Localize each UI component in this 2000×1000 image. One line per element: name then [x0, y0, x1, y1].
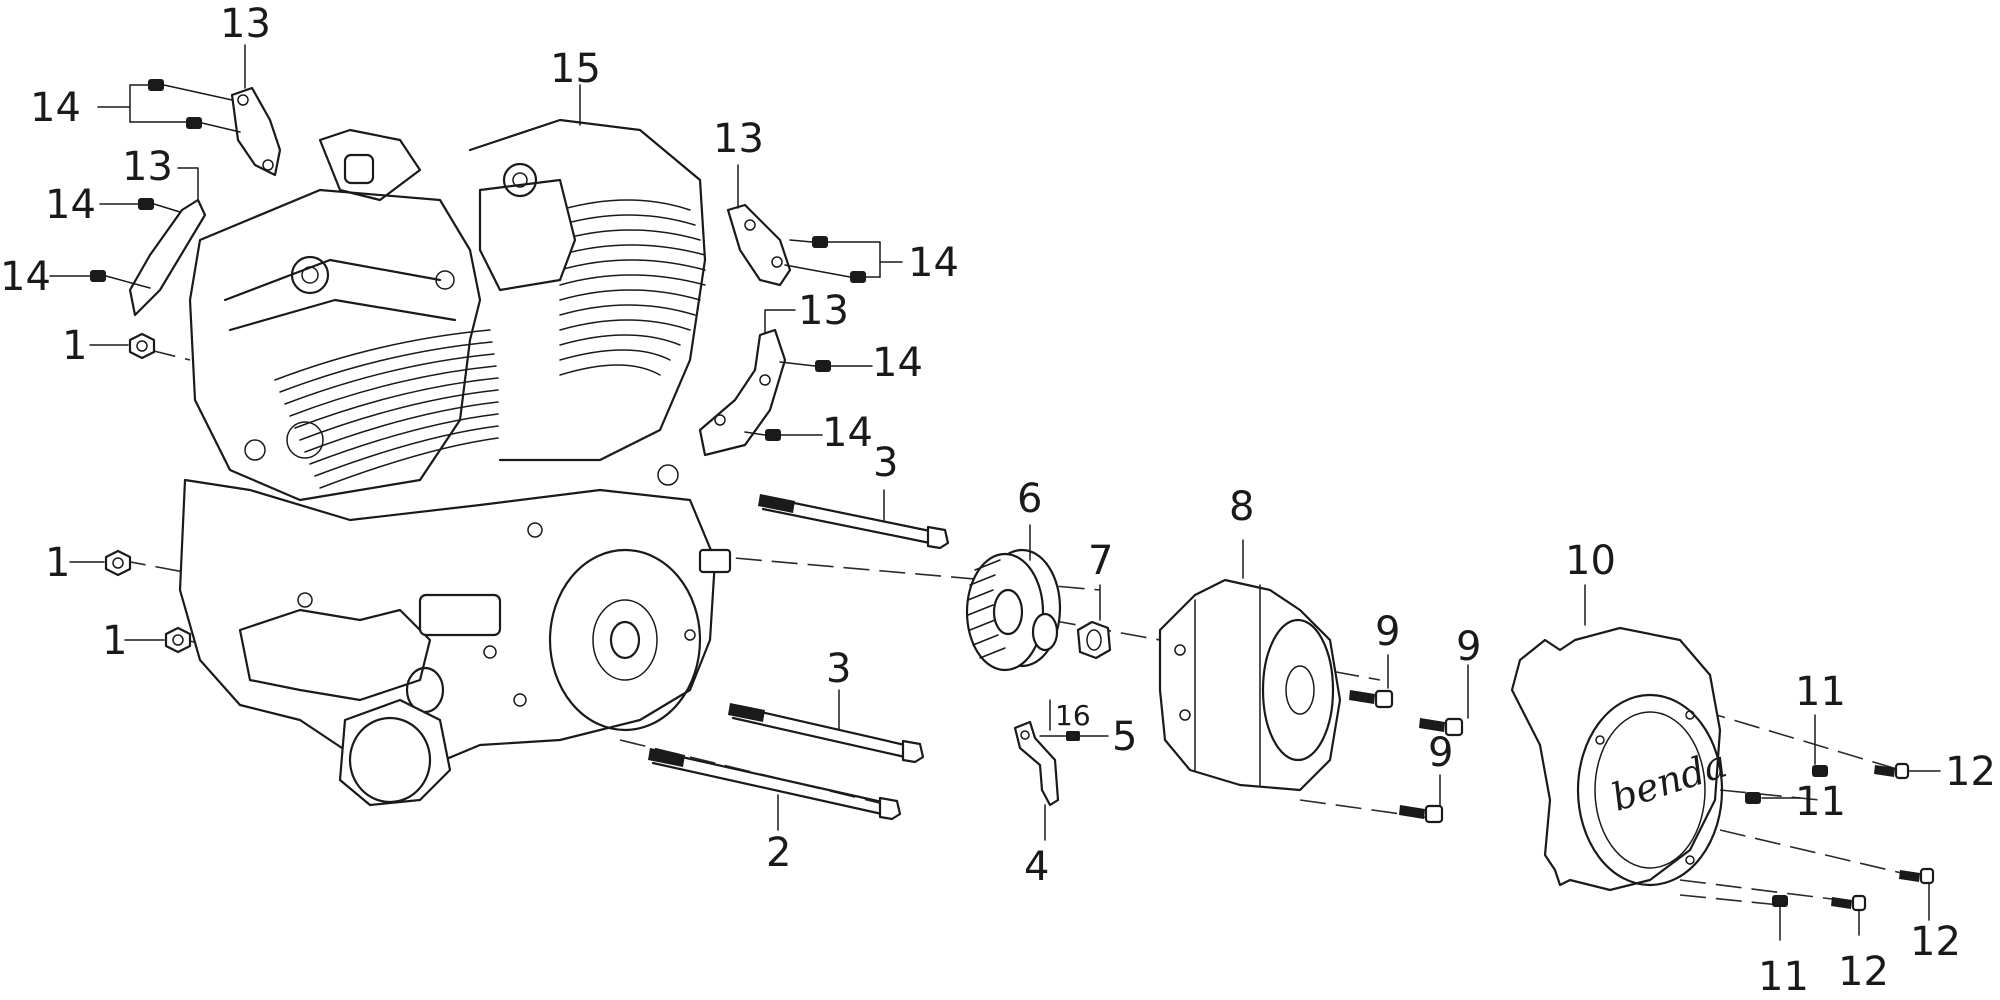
callout-3: 3: [826, 646, 851, 692]
bolt-icon: [1349, 689, 1394, 709]
callout-14: 14: [822, 410, 873, 456]
nut-icon: [128, 332, 156, 360]
screw-icon: [186, 117, 202, 129]
callout-11: 11: [1795, 669, 1846, 715]
callout-9: 9: [1428, 730, 1453, 776]
callout-6: 6: [1017, 476, 1042, 522]
outer-cover-10: benda: [1510, 626, 1732, 892]
screws-11: [1745, 765, 1828, 907]
nut-icon: [164, 626, 192, 654]
callout-16: 16: [1055, 699, 1091, 732]
callout-3: 3: [873, 440, 898, 486]
bracket-4: [1013, 720, 1060, 807]
screw-icon: [90, 270, 106, 282]
callout-1: 1: [62, 323, 87, 369]
screws-14: [90, 79, 866, 441]
callout-14: 14: [30, 85, 81, 131]
heat-shield-right-lower: [698, 328, 787, 457]
callout-14: 14: [0, 254, 51, 300]
nut-icon: [104, 549, 132, 577]
callout-2: 2: [766, 830, 791, 876]
screw-icon: [1812, 765, 1828, 777]
leader-lines: [49, 44, 1941, 941]
callout-14: 14: [872, 340, 923, 386]
screw-icon: [765, 429, 781, 441]
callout-1: 1: [102, 618, 127, 664]
screw-icon: [812, 236, 828, 248]
callout-10: 10: [1565, 538, 1616, 584]
callout-12: 12: [1945, 749, 1996, 795]
screw-icon: [1745, 792, 1761, 804]
callout-13: 13: [798, 288, 849, 334]
callout-14: 14: [45, 182, 96, 228]
bolts-12: [1831, 762, 1935, 912]
callout-13: 13: [122, 144, 173, 190]
callout-13: 13: [220, 1, 271, 47]
heat-shield-left: [128, 198, 207, 317]
callout-4: 4: [1024, 844, 1049, 890]
screw-icon: [148, 79, 164, 91]
callout-1: 1: [45, 540, 70, 586]
screw-icon: [1772, 895, 1788, 907]
bolt-icon: [1399, 804, 1444, 824]
long-bolts: [648, 494, 950, 821]
bolt-icon: [1831, 894, 1867, 912]
screw-icon: [138, 198, 154, 210]
bolt-icon: [1874, 762, 1910, 780]
callout-11: 11: [1758, 954, 1809, 1000]
bolt-3-lower: [728, 703, 925, 764]
callout-9: 9: [1456, 624, 1481, 670]
heat-shield-top-left: [230, 86, 282, 177]
heat-shield-right-upper: [726, 203, 792, 287]
callout-14: 14: [908, 240, 959, 286]
bolts-9: [1349, 689, 1464, 824]
callout-13: 13: [713, 116, 764, 162]
callout-8: 8: [1229, 484, 1254, 530]
callout-12: 12: [1838, 949, 1889, 995]
bolt-2: [648, 748, 902, 821]
callout-15: 15: [550, 46, 601, 92]
sprocket-6: [965, 548, 1062, 672]
screw-icon: [815, 360, 831, 372]
screw-icon: [850, 271, 866, 283]
callout-9: 9: [1375, 609, 1400, 655]
cover-8: [1158, 578, 1342, 792]
callout-5: 5: [1112, 714, 1137, 760]
bolt-icon: [1419, 717, 1464, 737]
callout-12: 12: [1910, 919, 1961, 965]
bolt-3-upper: [758, 494, 950, 550]
callout-7: 7: [1088, 538, 1113, 584]
screw-5: [1039, 731, 1080, 741]
callout-11: 11: [1795, 779, 1846, 825]
engine-assembly: [178, 118, 732, 807]
bolt-icon: [1899, 867, 1935, 885]
nut-7: [1076, 620, 1112, 660]
nuts-1: [104, 332, 192, 654]
